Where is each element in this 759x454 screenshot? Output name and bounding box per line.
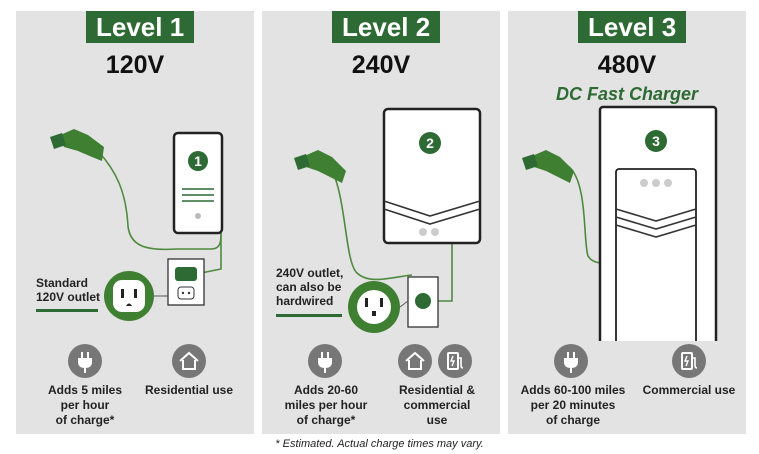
level-2-illustration: 2 (294, 107, 482, 333)
level-3-illustration: 3 (522, 105, 718, 341)
level-3-badge: Level 3 (578, 11, 687, 43)
level-2-badge: Level 2 (332, 11, 441, 43)
footnote: * Estimated. Actual charge times may var… (275, 438, 484, 450)
outlet-closeup-icon (104, 271, 168, 321)
plug-icon (68, 344, 102, 378)
level-2-outlet-label: 240V outlet, can also be hardwired (276, 266, 344, 308)
level-3-voltage: 480V (597, 51, 657, 79)
level-1-illustration: 1 (50, 129, 224, 321)
charging-nozzle-icon (294, 150, 346, 183)
level-3-charge-rate: Adds 60-100 miles per 20 minutes of char… (520, 383, 626, 427)
level-2-charge-rate: Adds 20-60 miles per hour of charge* (284, 383, 368, 427)
level-2-use: Residential & commercial use (398, 383, 476, 427)
level-1-outlet-label: Standard 120V outlet (36, 276, 101, 304)
level-2-voltage: 240V (351, 51, 411, 79)
level-1-use: Residential use (144, 383, 234, 397)
level-1-outlet-underline (36, 309, 98, 312)
level-3-number: 3 (652, 133, 660, 149)
plug-icon (308, 344, 342, 378)
level-3-panel: Level 3 480V DC Fast Charger 3 Adds 60-1… (508, 11, 746, 434)
level-1-panel: Level 1 120V 1 (16, 11, 254, 434)
level-2-outlet-underline (276, 314, 342, 317)
level-2-charger-unit: 2 (382, 107, 482, 245)
house-icon (398, 344, 432, 378)
charger-station-icon (438, 344, 472, 378)
level-1-badge: Level 1 (86, 11, 195, 43)
level-1-charge-rate: Adds 5 miles per hour of charge* (47, 383, 123, 427)
wall-outlet-box (167, 258, 205, 306)
level-2-number: 2 (426, 135, 434, 151)
charging-nozzle-icon (522, 150, 574, 183)
outlet-closeup-icon (348, 281, 409, 333)
level-1-voltage: 120V (105, 51, 165, 79)
level-1-number: 1 (194, 153, 202, 169)
house-icon (172, 344, 206, 378)
level-3-use: Commercial use (642, 383, 736, 397)
wall-outlet-box (407, 276, 439, 328)
charging-nozzle-icon (50, 129, 104, 161)
level-3-charger-unit: 3 (598, 105, 718, 341)
level-2-panel: Level 2 240V 2 240V ou (262, 11, 500, 434)
level-1-charger-unit: 1 (172, 131, 224, 235)
charger-station-icon (672, 344, 706, 378)
level-3-subtitle: DC Fast Charger (555, 84, 699, 104)
plug-icon (554, 344, 588, 378)
